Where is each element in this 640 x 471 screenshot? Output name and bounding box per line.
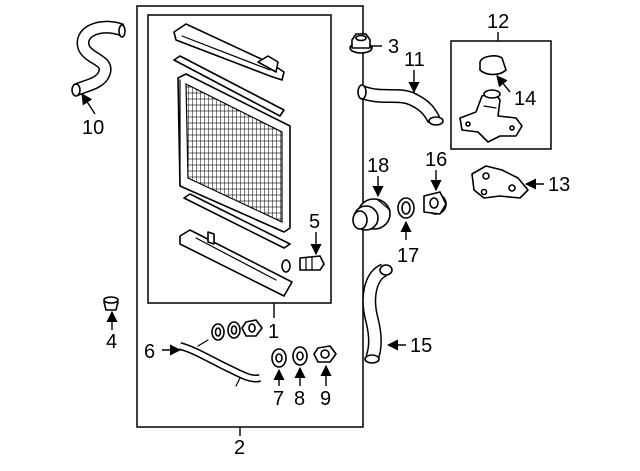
callout-14: 14 [514,88,536,110]
water-outlet[interactable] [459,55,523,143]
outlet-12-frame [450,40,552,150]
callout-18: 18 [367,155,389,177]
washer-set-1[interactable] [211,319,263,341]
callout-1: 1 [268,321,279,343]
thermostat-housing[interactable] [352,198,391,231]
leader-10 [81,93,96,115]
leader-14 [496,75,511,93]
callout-11: 11 [404,49,425,71]
bracket[interactable] [471,165,529,199]
clip[interactable] [103,296,119,311]
radiator-core[interactable] [173,23,293,297]
callout-3: 3 [388,36,399,58]
callout-5: 5 [309,211,320,233]
callout-2: 2 [234,437,245,459]
callout-6: 6 [144,341,155,363]
upper-hose[interactable] [71,20,126,97]
callout-13: 13 [548,174,570,196]
callout-7: 7 [273,388,284,410]
leader-lines [81,32,544,436]
radiator-cap[interactable] [349,33,373,54]
callout-8: 8 [294,388,305,410]
callout-4: 4 [106,331,117,353]
washer-7[interactable] [271,348,287,368]
oil-cooler-pipe[interactable] [178,339,261,387]
callout-15: 15 [410,335,432,357]
thermostat[interactable] [423,191,447,215]
callout-labels: 3 11 12 14 13 18 16 17 15 5 10 4 6 7 8 9… [82,11,570,459]
callout-12: 12 [487,11,509,33]
callout-9: 9 [320,388,331,410]
drain-plug[interactable] [281,255,325,273]
gasket[interactable] [397,197,415,219]
callout-17: 17 [397,245,419,267]
radiator-1-frame [147,14,332,304]
callout-10: 10 [82,117,104,139]
washer-8[interactable] [292,346,308,366]
lower-hose[interactable] [362,263,393,364]
nut-9[interactable] [313,345,337,363]
outlet-hose[interactable] [357,84,444,126]
callout-16: 16 [425,149,447,171]
